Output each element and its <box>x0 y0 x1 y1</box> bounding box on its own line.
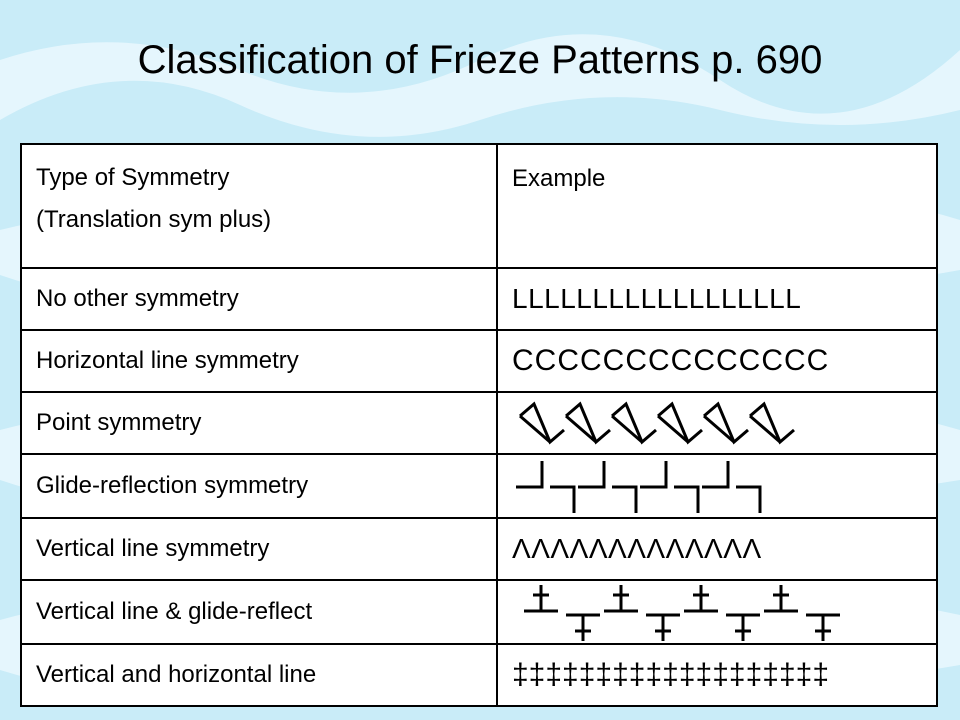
type-cell: Horizontal line symmetry <box>20 329 498 393</box>
table-row: Point symmetry <box>20 391 938 455</box>
example-cell <box>496 579 938 645</box>
point-symmetry-pattern <box>519 401 795 445</box>
page-title: Classification of Frieze Patterns p. 690 <box>137 38 823 82</box>
type-cell: No other symmetry <box>20 267 498 331</box>
type-cell: Vertical line & glide-reflect <box>20 579 498 645</box>
glide-reflection-pattern <box>516 461 762 513</box>
table-row: Vertical line symmetry ΛΛΛΛΛΛΛΛΛΛΛΛΛ <box>20 517 938 581</box>
example-cell: ΛΛΛΛΛΛΛΛΛΛΛΛΛ <box>496 517 938 581</box>
example-text: LLLLLLLLLLLLLLLLLL <box>512 283 802 314</box>
type-cell: Glide-reflection symmetry <box>20 453 498 519</box>
table-row: Vertical line & glide-reflect <box>20 579 938 645</box>
example-text: CCCCCCCCCCCCCC <box>512 344 830 377</box>
table-row: No other symmetry LLLLLLLLLLLLLLLLLL <box>20 267 938 331</box>
example-cell: LLLLLLLLLLLLLLLLLL <box>496 267 938 331</box>
table-row: Glide-reflection symmetry <box>20 453 938 519</box>
header-type-line2: (Translation sym plus) <box>36 206 272 233</box>
table-row: Vertical and horizontal line ‡‡‡‡‡‡‡‡‡‡‡… <box>20 643 938 707</box>
type-cell: Vertical and horizontal line <box>20 643 498 707</box>
table-row: Horizontal line symmetry CCCCCCCCCCCCCC <box>20 329 938 393</box>
type-cell: Point symmetry <box>20 391 498 455</box>
header-type-line1: Type of Symmetry <box>36 164 230 191</box>
example-text: ‡‡‡‡‡‡‡‡‡‡‡‡‡‡‡‡‡‡‡ <box>512 658 830 691</box>
example-cell: ‡‡‡‡‡‡‡‡‡‡‡‡‡‡‡‡‡‡‡ <box>496 643 938 707</box>
header-example-cell: Example <box>496 143 938 269</box>
example-cell <box>496 453 938 519</box>
example-cell <box>496 391 938 455</box>
type-cell: Vertical line symmetry <box>20 517 498 581</box>
frieze-table: Type of Symmetry (Translation sym plus) … <box>20 143 938 707</box>
vertical-glide-pattern <box>524 585 840 641</box>
example-cell: CCCCCCCCCCCCCC <box>496 329 938 393</box>
header-type-cell: Type of Symmetry (Translation sym plus) <box>20 143 498 269</box>
example-text: ΛΛΛΛΛΛΛΛΛΛΛΛΛ <box>512 533 762 564</box>
table-header-row: Type of Symmetry (Translation sym plus) … <box>20 143 938 269</box>
